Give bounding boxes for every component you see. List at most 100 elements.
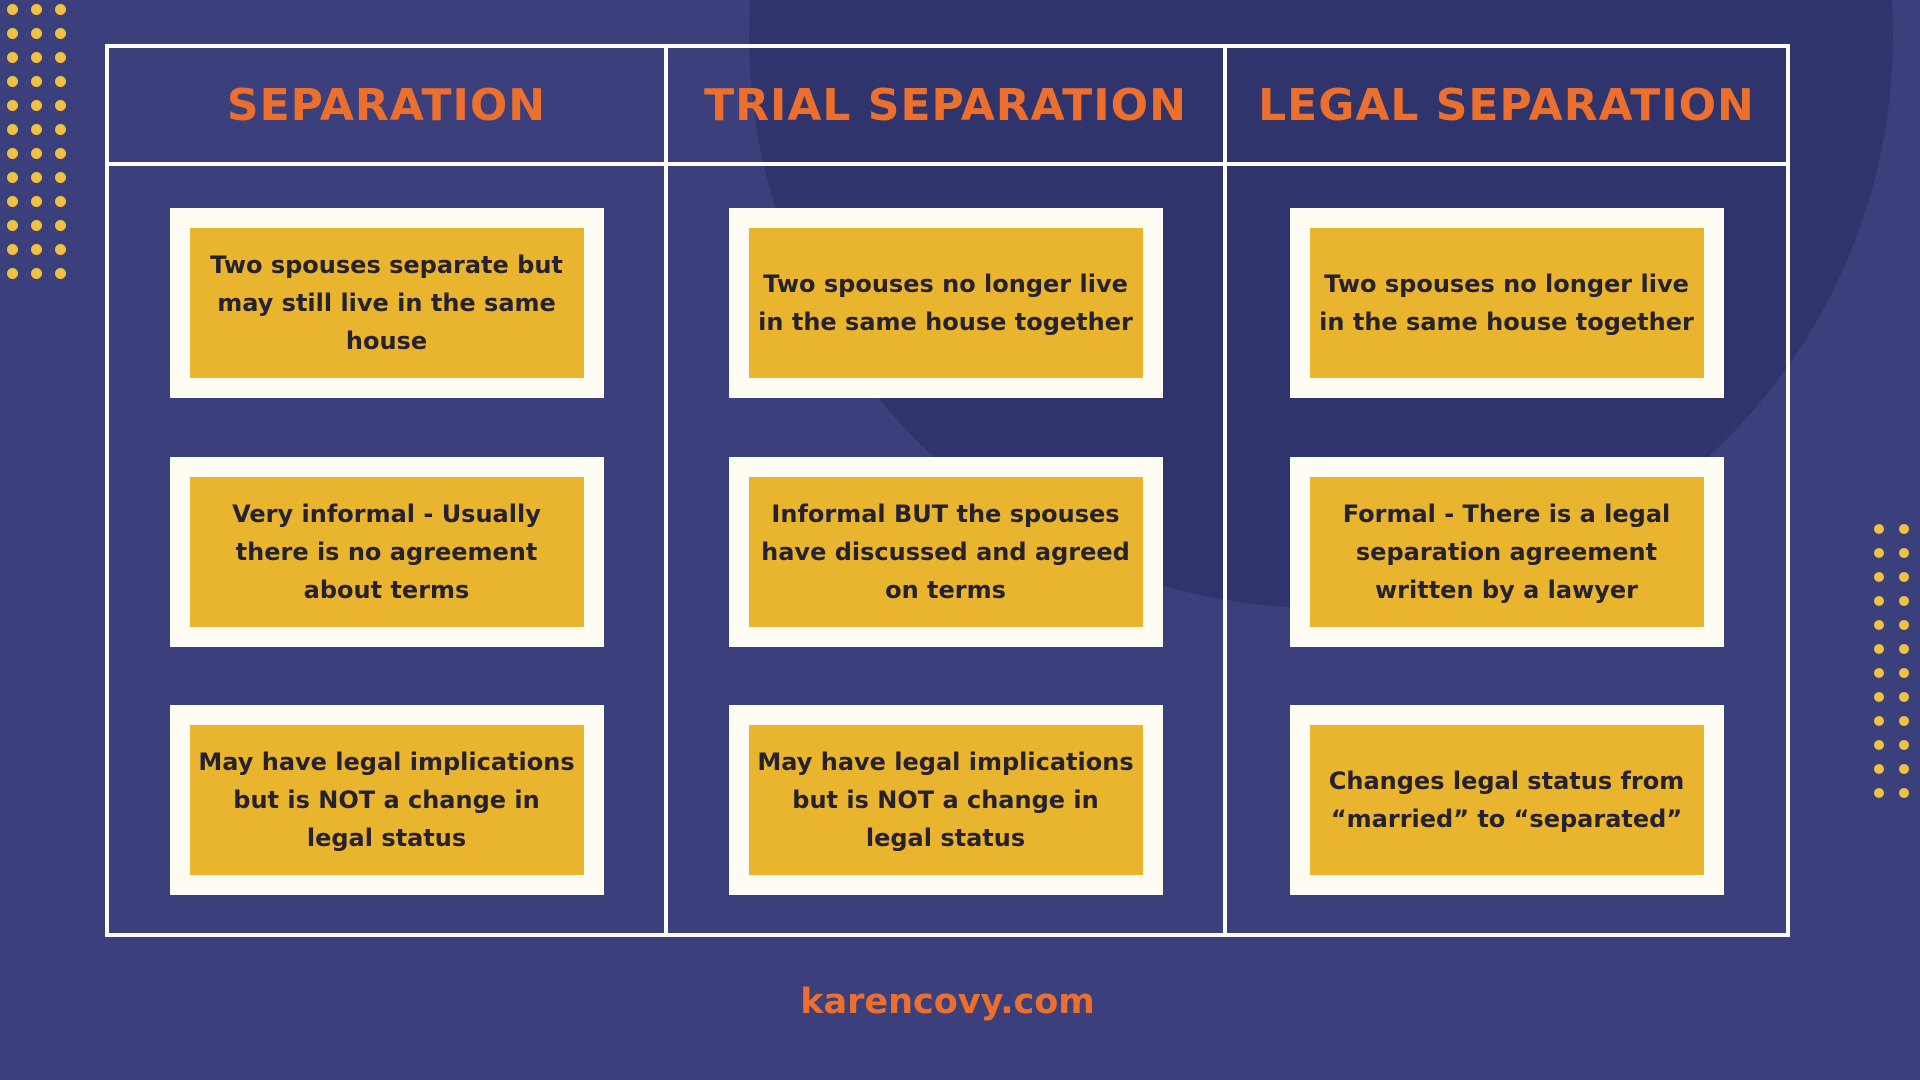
dot [31, 268, 42, 279]
dot [55, 148, 66, 159]
dot [55, 4, 66, 15]
column-body-legal-separation: Two spouses no longer live in the same h… [1227, 166, 1786, 933]
dot [1874, 524, 1884, 534]
column-header-label: SEPARATION [226, 79, 547, 131]
dot [31, 4, 42, 15]
dot [1899, 764, 1909, 774]
dot [1899, 692, 1909, 702]
info-card-text: Two spouses separate but may still live … [210, 251, 563, 355]
dot [1899, 740, 1909, 750]
info-card-text: Informal BUT the spouses have discussed … [761, 499, 1130, 604]
dot [55, 172, 66, 183]
dot [1899, 620, 1909, 630]
dot-grid-top-left [7, 4, 66, 279]
dot [31, 172, 42, 183]
info-card: May have legal implications but is NOT a… [169, 705, 604, 895]
info-card: Formal - There is a legal separation agr… [1289, 456, 1724, 647]
dot [7, 220, 18, 231]
dot [7, 76, 18, 87]
dot [55, 100, 66, 111]
info-card: Two spouses no longer live in the same h… [728, 208, 1163, 398]
dot [55, 196, 66, 207]
info-card: May have legal implications but is NOT a… [728, 705, 1163, 895]
dot [7, 196, 18, 207]
dot [7, 52, 18, 63]
column-body-trial-separation: Two spouses no longer live in the same h… [668, 166, 1227, 933]
dot [31, 220, 42, 231]
column-body-separation: Two spouses separate but may still live … [109, 166, 668, 933]
info-card: Two spouses separate but may still live … [169, 208, 604, 398]
info-card: Two spouses no longer live in the same h… [1289, 208, 1724, 398]
dot [31, 124, 42, 135]
dot [55, 220, 66, 231]
info-card-text: Two spouses no longer live in the same h… [758, 270, 1133, 336]
dot [1874, 788, 1884, 798]
info-card-inner: Two spouses no longer live in the same h… [748, 228, 1143, 378]
dot [1899, 668, 1909, 678]
dot [1874, 764, 1884, 774]
dot [7, 124, 18, 135]
dot [1899, 524, 1909, 534]
info-card: Informal BUT the spouses have discussed … [728, 456, 1163, 647]
info-card-text: Two spouses no longer live in the same h… [1319, 270, 1694, 336]
dot [1874, 668, 1884, 678]
dot [7, 28, 18, 39]
website-url: karencovy.com [800, 982, 1095, 1022]
dot [7, 148, 18, 159]
info-card-text: Very informal - Usually there is no agre… [232, 499, 541, 604]
dot [31, 28, 42, 39]
dot [55, 28, 66, 39]
dot [31, 196, 42, 207]
dot [55, 244, 66, 255]
dot [31, 244, 42, 255]
dot [1899, 548, 1909, 558]
dot [7, 244, 18, 255]
dot [31, 100, 42, 111]
dot [1899, 788, 1909, 798]
info-card: Changes legal status from “married” to “… [1289, 705, 1724, 895]
dot [7, 4, 18, 15]
column-header-trial-separation: TRIAL SEPARATION [668, 48, 1227, 166]
dot [55, 268, 66, 279]
info-card-inner: May have legal implications but is NOT a… [748, 725, 1143, 875]
column-header-separation: SEPARATION [109, 48, 668, 166]
info-card: Very informal - Usually there is no agre… [169, 456, 604, 647]
dot [1874, 716, 1884, 726]
dot [1899, 572, 1909, 582]
info-card-text: Changes legal status from “married” to “… [1328, 767, 1685, 833]
column-header-label: LEGAL SEPARATION [1258, 79, 1755, 131]
dot [55, 124, 66, 135]
comparison-table: SEPARATION TRIAL SEPARATION LEGAL SEPARA… [105, 44, 1790, 937]
info-card-inner: Two spouses no longer live in the same h… [1309, 228, 1704, 378]
dot [1874, 548, 1884, 558]
info-card-inner: Formal - There is a legal separation agr… [1309, 476, 1704, 627]
info-card-inner: Two spouses separate but may still live … [189, 228, 584, 378]
info-card-text: May have legal implications but is NOT a… [757, 748, 1134, 852]
dot [55, 76, 66, 87]
dot-grid-right [1874, 524, 1909, 798]
dot [7, 172, 18, 183]
dot [1899, 644, 1909, 654]
dot [1874, 692, 1884, 702]
info-card-inner: May have legal implications but is NOT a… [189, 725, 584, 875]
info-card-inner: Informal BUT the spouses have discussed … [748, 476, 1143, 627]
dot [1874, 572, 1884, 582]
dot [1874, 620, 1884, 630]
dot [7, 268, 18, 279]
info-card-inner: Changes legal status from “married” to “… [1309, 725, 1704, 875]
column-header-label: TRIAL SEPARATION [704, 79, 1187, 131]
dot [31, 52, 42, 63]
info-card-inner: Very informal - Usually there is no agre… [189, 476, 584, 627]
dot [31, 148, 42, 159]
dot [7, 100, 18, 111]
dot [1874, 644, 1884, 654]
column-header-legal-separation: LEGAL SEPARATION [1227, 48, 1786, 166]
dot [1899, 716, 1909, 726]
info-card-text: May have legal implications but is NOT a… [198, 748, 575, 852]
dot [1874, 740, 1884, 750]
dot [55, 52, 66, 63]
dot [1874, 596, 1884, 606]
dot [31, 76, 42, 87]
dot [1899, 596, 1909, 606]
